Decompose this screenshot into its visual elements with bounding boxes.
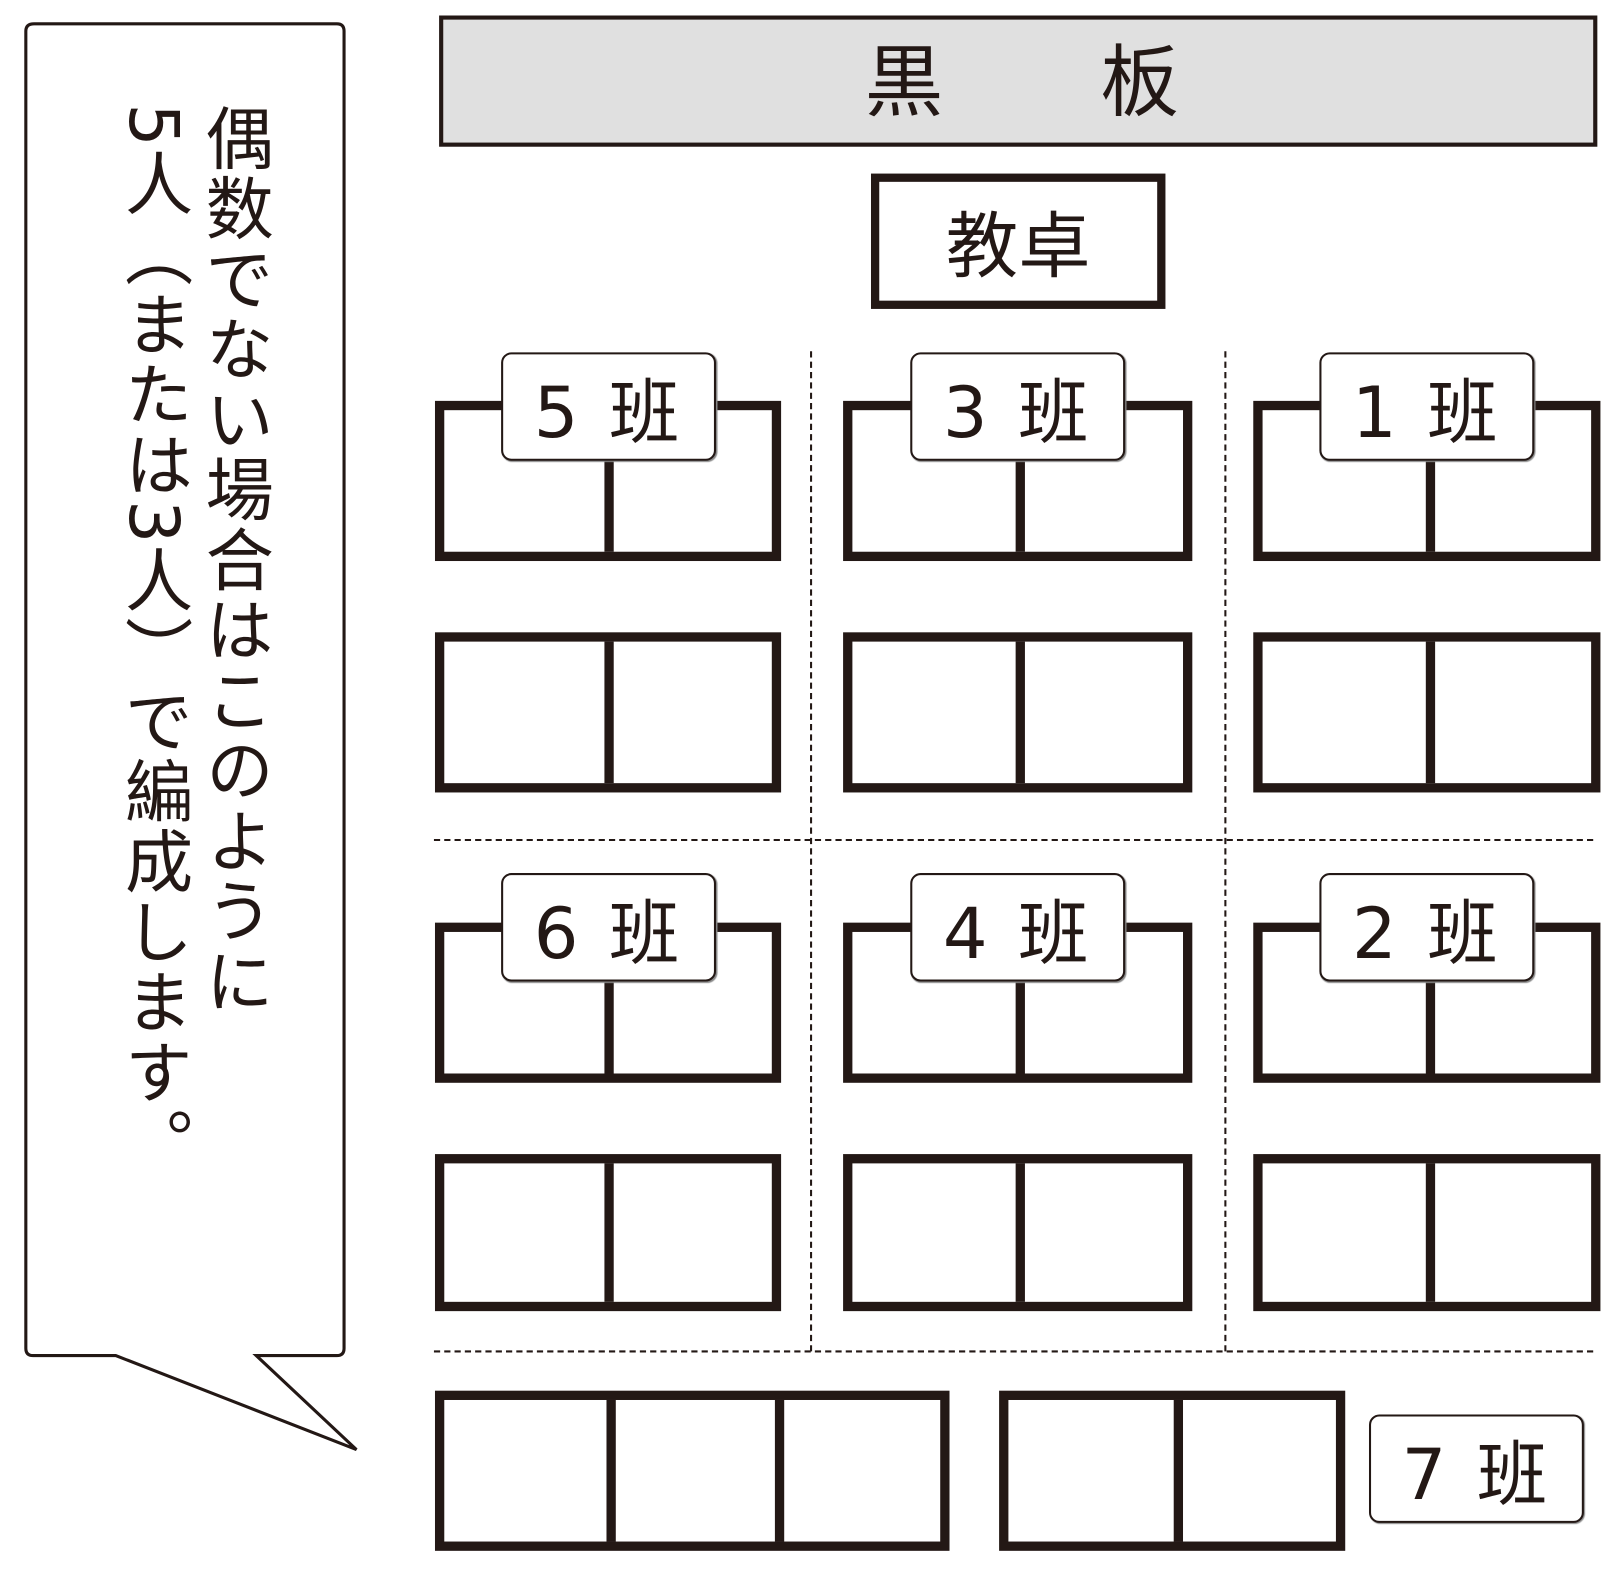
desk-pair <box>434 632 782 793</box>
blackboard: 黒 板 <box>439 15 1598 147</box>
teacher-desk-label: 教卓 <box>945 204 1091 290</box>
blackboard-char-1: 黒 <box>864 36 944 129</box>
desk-pair <box>999 1390 1346 1551</box>
desk-triple <box>434 1390 950 1551</box>
group-label-6: 6 班 <box>501 873 717 982</box>
desk-pair <box>434 1154 782 1312</box>
dashed-divider <box>433 1350 1594 1353</box>
blackboard-char-2: 板 <box>1100 36 1179 129</box>
group-label-7: 7 班 <box>1368 1414 1584 1523</box>
teacher-desk: 教卓 <box>870 173 1166 309</box>
group-label-4: 4 班 <box>910 873 1126 982</box>
dashed-divider <box>1224 351 1227 1352</box>
group-label-5: 5 班 <box>501 352 717 461</box>
dashed-divider <box>433 838 1594 842</box>
desk-pair <box>1253 1154 1601 1312</box>
note-line-1: 偶数でない場合はこのように <box>194 103 274 1017</box>
group-label-1: 1 班 <box>1319 352 1535 461</box>
speech-bubble <box>24 22 358 1452</box>
desk-pair <box>843 1154 1193 1312</box>
group-label-3: 3 班 <box>910 352 1126 461</box>
desk-pair <box>843 632 1193 793</box>
note-line-2: 5人（または3人）で編成します。 <box>113 103 194 1178</box>
dashed-divider <box>810 351 813 1352</box>
desk-pair <box>1253 632 1601 793</box>
group-label-2: 2 班 <box>1319 873 1535 982</box>
